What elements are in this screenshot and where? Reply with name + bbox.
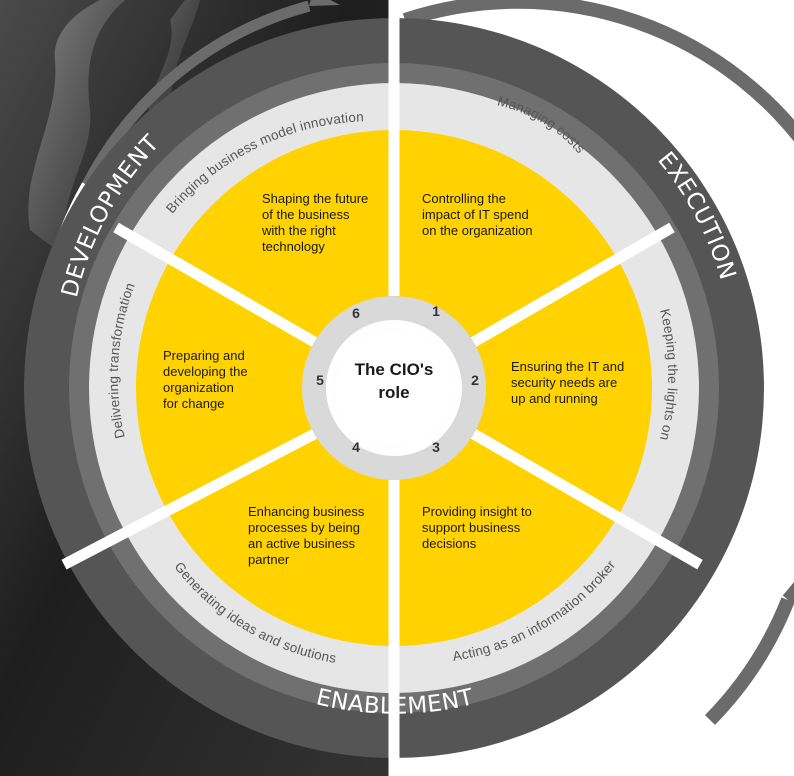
- segment-number-1: 1: [432, 303, 440, 319]
- divider-upper-right: [470, 222, 675, 347]
- segment-dividers: [61, 0, 703, 776]
- outer-arrow-arc-right: [402, 0, 794, 605]
- divider-upper-left: [113, 222, 318, 347]
- divider-lower-left: [61, 429, 317, 570]
- segment-5-text: Preparing and developing the organizatio…: [163, 348, 251, 411]
- center-title-line-1: The CIO's: [355, 360, 434, 379]
- arrow-head-left: [309, 0, 340, 6]
- outer-arrow-arc-left: [82, 0, 311, 188]
- segment-6-text: Shaping the future of the business with …: [261, 191, 372, 254]
- segment-2-text: Ensuring the IT and security needs are u…: [511, 359, 628, 406]
- segment-number-5: 5: [316, 372, 324, 388]
- divider-lower-right: [470, 429, 703, 570]
- center-circle: [334, 328, 454, 448]
- segment-number-4: 4: [352, 439, 360, 455]
- center-title-line-2: role: [378, 383, 409, 402]
- segment-number-2: 2: [471, 372, 479, 388]
- segment-3-text: Providing insight to support business de…: [422, 504, 535, 551]
- segment-1-text: Controlling the impact of IT spend on th…: [422, 191, 533, 238]
- center-border: [326, 320, 462, 456]
- segment-number-3: 3: [432, 439, 440, 455]
- outer-arc-right-lower: [705, 597, 794, 725]
- smoke-decoration: [28, 0, 125, 260]
- segment-4-text: Enhancing business processes by being an…: [248, 504, 368, 567]
- smoke-decoration-2: [148, 0, 200, 130]
- segment-number-6: 6: [352, 305, 360, 321]
